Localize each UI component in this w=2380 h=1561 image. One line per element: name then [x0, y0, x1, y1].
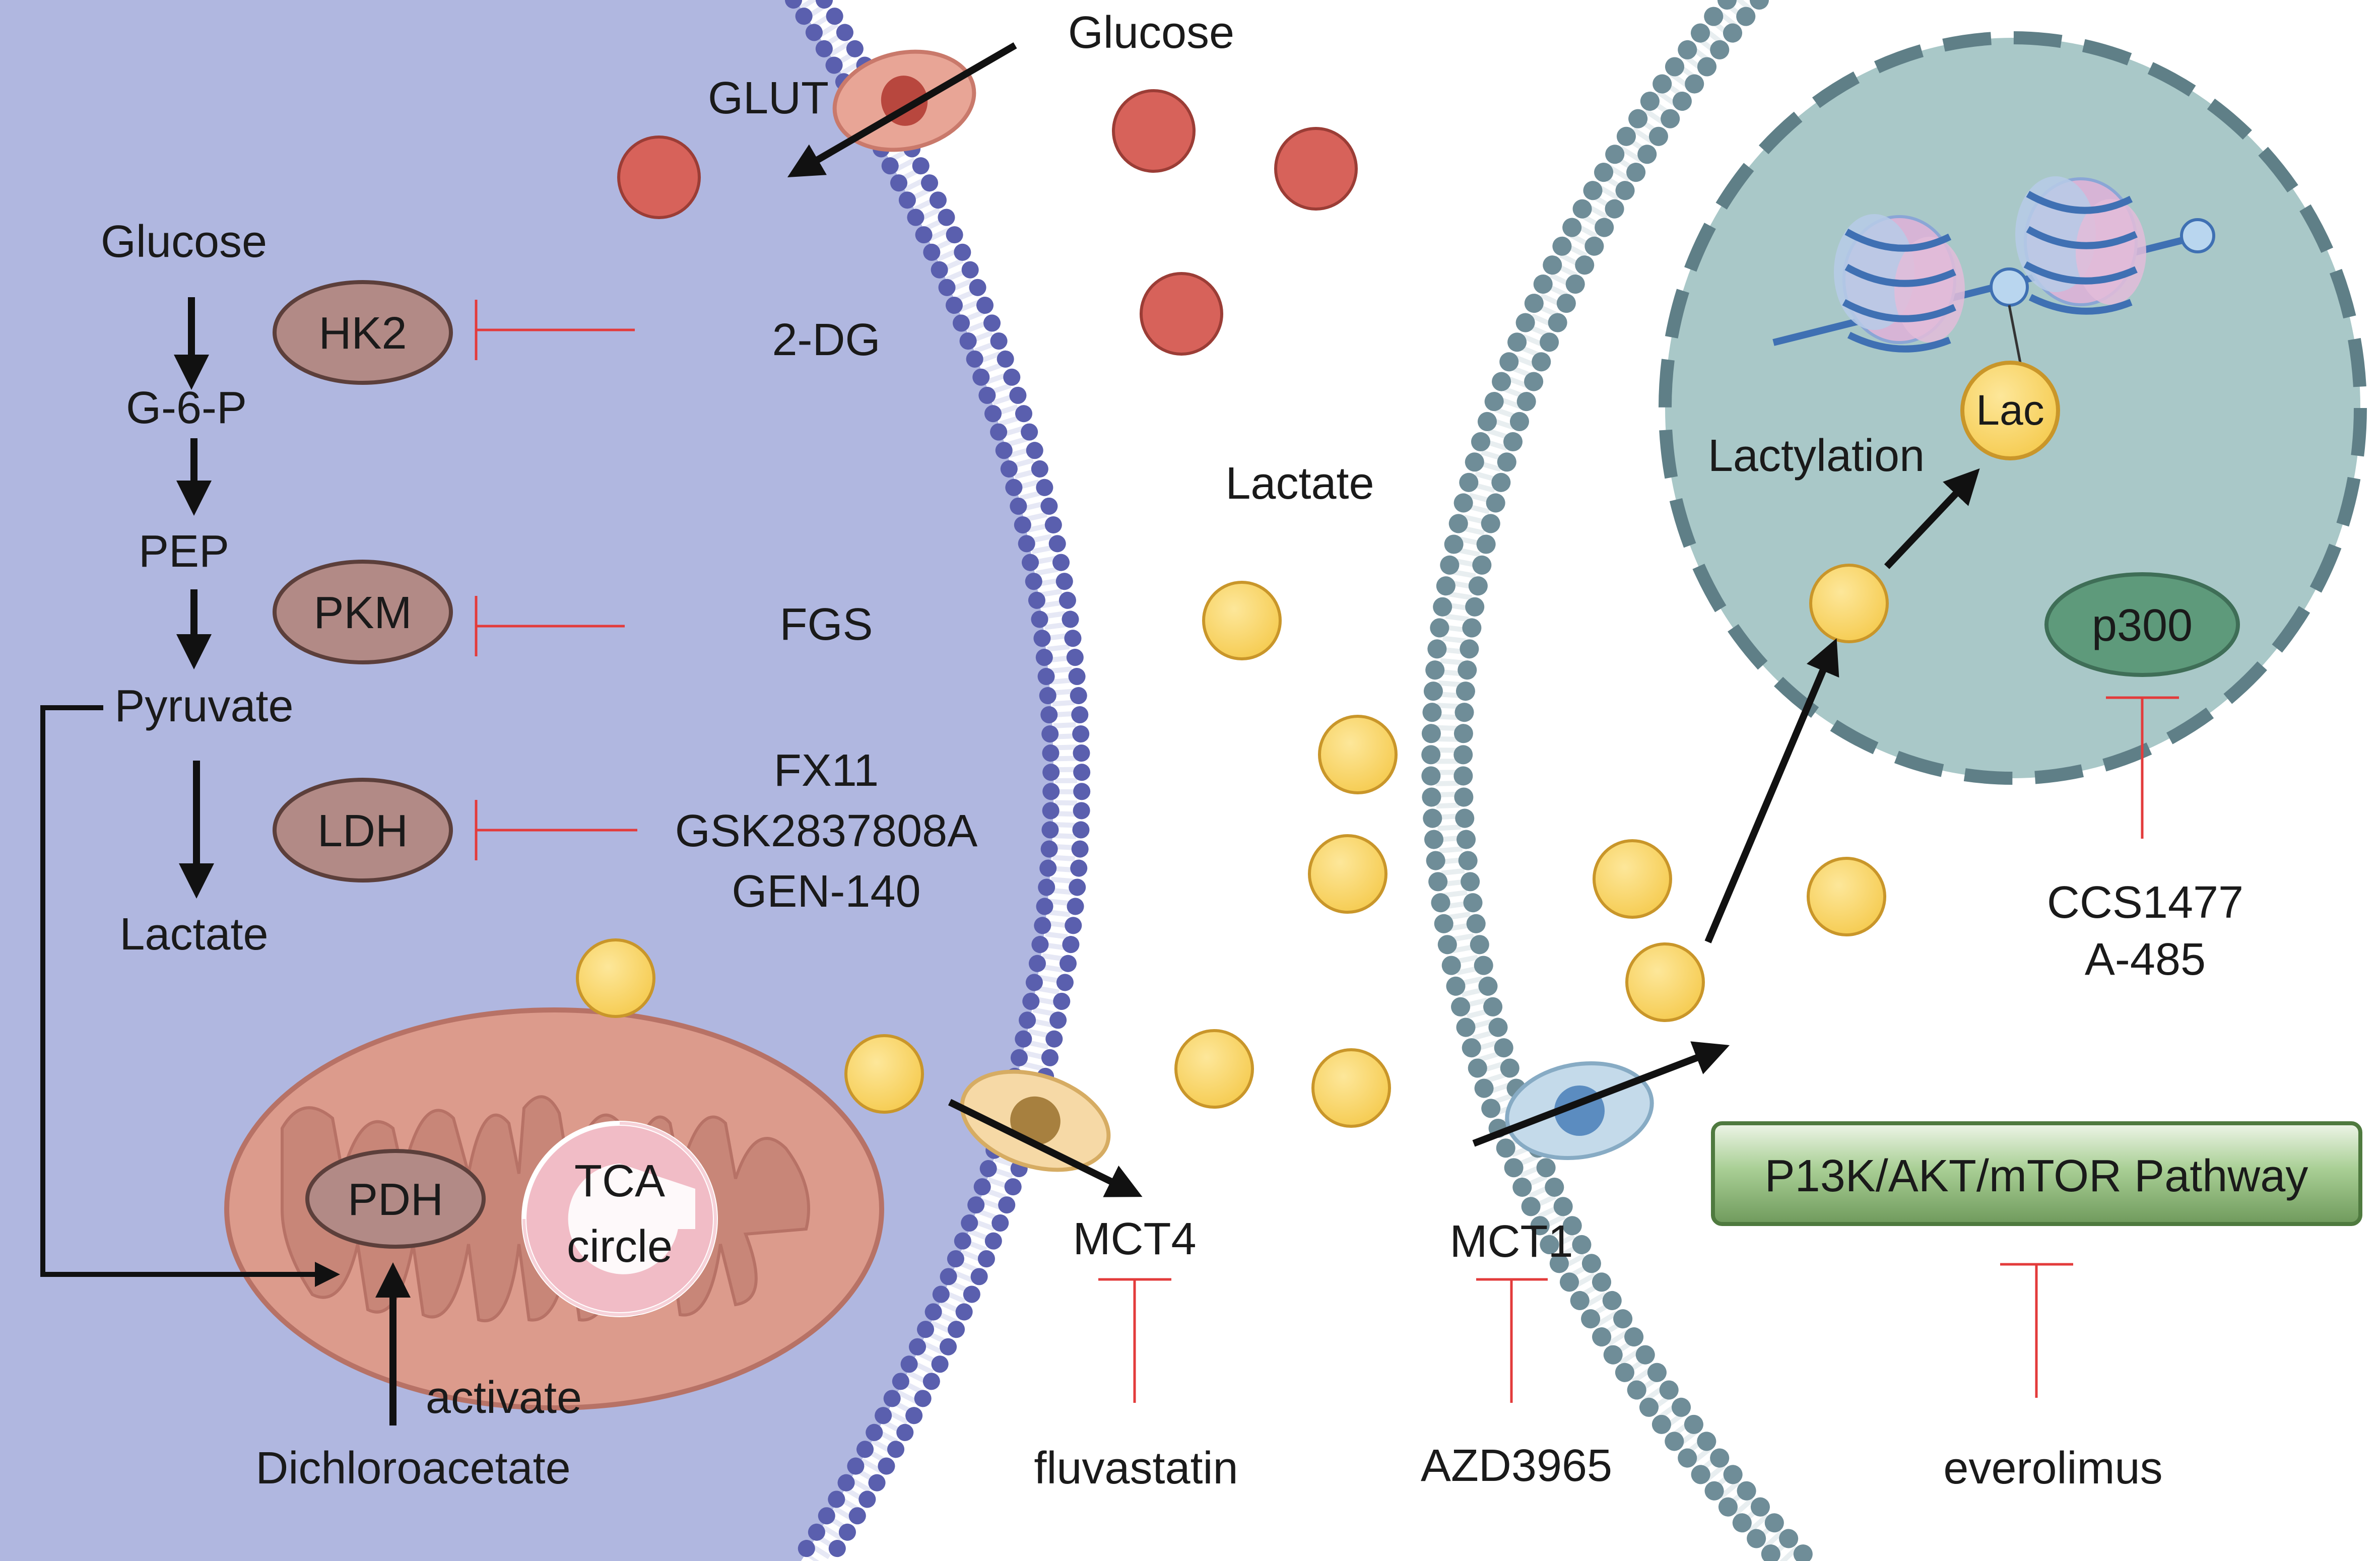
- pkm-label: PKM: [313, 588, 412, 638]
- inhibit-hk2: [475, 300, 635, 360]
- lactylation-label: Lactylation: [1708, 431, 1925, 481]
- ldh-label: LDH: [317, 806, 408, 856]
- inhibit-pkm: [475, 596, 625, 656]
- pep-label: PEP: [139, 526, 229, 577]
- pyruvate-to-mitochondria-arrow: [40, 705, 340, 1287]
- lactate-molecule: [1318, 715, 1398, 794]
- lactate-molecule: [1308, 834, 1387, 914]
- inhibit-p300: [2106, 696, 2179, 839]
- pkm-enzyme: [273, 560, 453, 664]
- inhibit-mct4: [1098, 1278, 1171, 1403]
- a485-label: A-485: [2085, 934, 2206, 985]
- lactate-to-nucleus-arrow: [1704, 638, 1839, 943]
- histone-tail-knob-1: [1990, 267, 2029, 307]
- ldh-enzyme: [273, 778, 453, 883]
- nucleosome-right-icon: [2015, 176, 2146, 315]
- lactate-molecule: [1807, 857, 1886, 936]
- glucose-molecules: [617, 89, 1358, 356]
- inhibit-mct1: [1476, 1278, 1548, 1403]
- tca-label-line2: circle: [567, 1221, 673, 1272]
- glucose-molecule: [1274, 127, 1358, 211]
- drug-fx11-label: FX11: [774, 745, 879, 796]
- inhibitor-lines: [475, 300, 2179, 1403]
- glucose-molecule: [617, 135, 701, 219]
- inhibit-pathway: [2000, 1263, 2073, 1398]
- glucose-outside-label: Glucose: [1068, 8, 1234, 58]
- drug-gen-label: GEN-140: [732, 866, 920, 917]
- inhibit-ldh: [475, 800, 637, 860]
- mct4-export-arrow: [948, 1099, 1143, 1197]
- hk2-label: HK2: [318, 308, 407, 359]
- hk2-enzyme: [273, 280, 453, 385]
- ccs1477-label: CCS1477: [2047, 877, 2243, 928]
- tca-cycle-icon: [521, 1121, 718, 1317]
- lac-label: Lac: [1976, 386, 2044, 434]
- mct4-transporter: [960, 1069, 1111, 1172]
- g6p-label: G-6-P: [126, 383, 247, 433]
- lactate-outside-label: Lactate: [1225, 458, 1374, 509]
- glucose-molecule: [1112, 89, 1196, 173]
- lactate-molecule: [844, 1034, 924, 1114]
- glucose-pathway-label: Glucose: [101, 217, 267, 267]
- mct1-import-arrow: [1472, 1041, 1730, 1147]
- glucose-entry-arrow: [787, 42, 1017, 178]
- lactate-molecule: [1625, 942, 1705, 1022]
- chromatin-nucleosomes: [1772, 176, 2215, 363]
- pi3k-akt-mtor-pathway-box: [1711, 1121, 2362, 1226]
- black-arrows: [40, 42, 1980, 1426]
- p300-label: p300: [2092, 600, 2193, 651]
- lactate-molecules: [576, 564, 1889, 1128]
- drug-fgs-label: FGS: [779, 599, 873, 650]
- lactate-molecule: [1311, 1048, 1391, 1128]
- glut-label: GLUT: [708, 73, 829, 123]
- lactate-inside-label: Lactate: [119, 909, 268, 960]
- lactate-molecule: [1809, 564, 1889, 643]
- histone-tail-knob-2: [2180, 218, 2215, 253]
- pdh-enzyme: [305, 1149, 486, 1249]
- p300-protein: [2044, 572, 2240, 677]
- pdh-label: PDH: [348, 1175, 443, 1225]
- lac-marker: [1960, 361, 2060, 460]
- lactate-molecule: [1174, 1029, 1254, 1109]
- pathway-label: P13K/AKT/mTOR Pathway: [1765, 1151, 2308, 1201]
- mct1-label: MCT1: [1450, 1216, 1573, 1267]
- nucleosome-left-icon: [1834, 214, 1965, 353]
- lactylation-arrow: [1884, 468, 1980, 569]
- everolimus-label: everolimus: [1943, 1443, 2162, 1494]
- drug-gsk-label: GSK2837808A: [675, 806, 977, 856]
- dichloroacetate-label: Dichloroacetate: [255, 1443, 570, 1494]
- pyruvate-label: Pyruvate: [114, 681, 293, 731]
- left-cell-membrane: [785, 0, 1091, 1561]
- tca-label-line1: TCA: [574, 1156, 665, 1206]
- lactate-molecule: [1593, 839, 1672, 919]
- mct4-label: MCT4: [1073, 1214, 1197, 1264]
- glucose-molecule: [1140, 272, 1223, 356]
- drug-2dg-label: 2-DG: [772, 315, 880, 365]
- lactate-molecule: [1202, 581, 1282, 660]
- mitochondrion: [224, 1007, 884, 1410]
- right-cell-membrane: [1421, 0, 1819, 1561]
- activate-label: activate: [426, 1373, 582, 1423]
- lactate-molecule: [576, 938, 655, 1018]
- azd3965-label: AZD3965: [1421, 1441, 1612, 1491]
- fluvastatin-label: fluvastatin: [1034, 1443, 1238, 1494]
